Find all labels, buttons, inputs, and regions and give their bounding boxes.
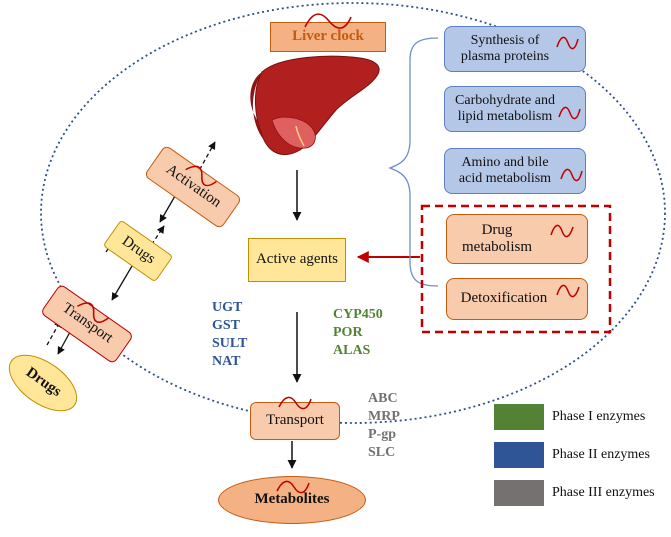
- enzyme-alas: ALAS: [333, 343, 371, 358]
- enzyme-por: POR: [333, 325, 363, 340]
- enzyme-slc: SLC: [368, 445, 396, 460]
- function-label: Synthesis of plasma proteins: [460, 32, 550, 64]
- drugs-outside-label: Drugs: [22, 364, 64, 401]
- enzyme-pgp: P-gp: [368, 427, 396, 442]
- cell-boundary: [40, 2, 666, 424]
- legend-item-phase-i: Phase I enzymes: [494, 404, 670, 430]
- function-box-drug-metabolism: Drug metabolism: [446, 214, 588, 264]
- clock-wave-icon: [560, 168, 583, 182]
- liver-icon: [250, 55, 380, 156]
- function-box-amino-bile: Amino and bile acid metabolism: [444, 148, 586, 194]
- drug-metabolism-highlight: [420, 204, 612, 334]
- function-brace: [388, 37, 439, 287]
- transport-outer-box: Transport: [39, 283, 135, 365]
- enzyme-abc: ABC: [368, 391, 398, 406]
- legend-label: Phase II enzymes: [552, 447, 650, 462]
- metabolites-ellipse: Metabolites: [218, 476, 366, 524]
- enzyme-mrp: MRP: [368, 409, 400, 424]
- metabolites-label: Metabolites: [254, 491, 330, 508]
- active-agents-box: Active agents: [248, 238, 346, 282]
- function-box-plasma-proteins: Synthesis of plasma proteins: [444, 26, 586, 72]
- enzyme-ugt: UGT: [212, 300, 243, 315]
- clock-wave-icon: [550, 224, 574, 238]
- legend-swatch: [494, 442, 544, 468]
- legend-swatch: [494, 404, 544, 430]
- legend-item-phase-iii: Phase III enzymes: [494, 480, 670, 506]
- phase-i-enzyme-list: CYP450 POR ALAS: [333, 306, 383, 360]
- clock-wave-icon: [278, 396, 312, 410]
- liver-clock-box: Liver clock: [270, 13, 386, 52]
- clock-wave-icon: [276, 480, 310, 494]
- clock-wave-icon: [77, 302, 109, 323]
- transport-label: Transport: [266, 412, 324, 429]
- function-label: Carbohydrate and lipid metabolism: [455, 92, 555, 124]
- enzyme-cyp450: CYP450: [333, 307, 383, 322]
- active-agents-label: Active agents: [255, 251, 339, 268]
- legend: Phase I enzymes Phase II enzymes Phase I…: [494, 404, 670, 506]
- enzyme-gst: GST: [212, 318, 241, 333]
- clock-wave-icon: [558, 106, 581, 120]
- enzyme-nat: NAT: [212, 354, 241, 369]
- clock-wave-icon: [304, 13, 352, 29]
- clock-wave-icon: [185, 165, 217, 187]
- function-box-detoxification: Detoxification: [446, 278, 588, 320]
- phase-ii-enzyme-list: UGT GST SULT NAT: [212, 299, 247, 371]
- phase-iii-enzyme-list: ABC MRP P-gp SLC: [368, 390, 400, 462]
- legend-swatch: [494, 480, 544, 506]
- transport-box: Transport: [250, 396, 340, 440]
- liver-clock-label: Liver clock: [292, 28, 364, 45]
- function-box-carb-lipid: Carbohydrate and lipid metabolism: [444, 86, 586, 132]
- legend-label: Phase I enzymes: [552, 409, 646, 424]
- legend-label: Phase III enzymes: [552, 485, 655, 500]
- clock-wave-icon: [556, 36, 579, 50]
- function-label: Amino and bile acid metabolism: [458, 154, 552, 186]
- activation-box: Activation: [143, 144, 243, 230]
- enzyme-sult: SULT: [212, 336, 248, 351]
- function-label: Detoxification: [460, 290, 548, 307]
- function-label: Drug metabolism: [462, 221, 532, 255]
- legend-item-phase-ii: Phase II enzymes: [494, 442, 670, 468]
- clock-wave-icon: [556, 284, 580, 298]
